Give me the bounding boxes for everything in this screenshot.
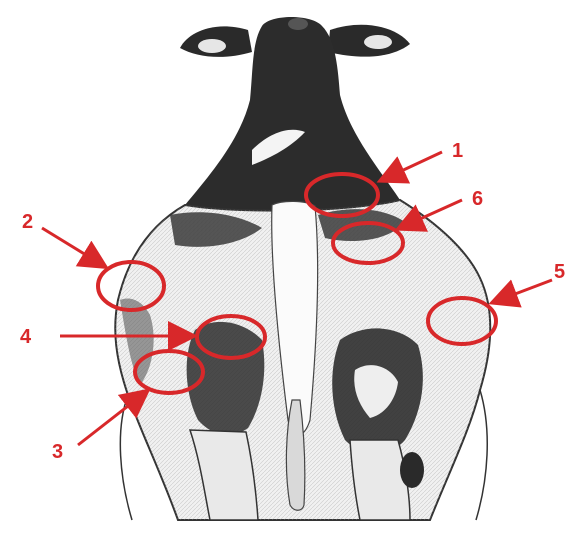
- marker-1-label: 1: [452, 140, 463, 162]
- marker-5-label: 5: [554, 261, 565, 283]
- tail: [286, 400, 304, 510]
- marker-5-arrow: [494, 280, 552, 302]
- marker-3-label: 3: [52, 441, 63, 463]
- marker-4-label: 4: [20, 326, 32, 348]
- cow-illustration: [115, 17, 490, 520]
- marker-1-arrow: [382, 152, 442, 180]
- marker-2-label: 2: [22, 211, 33, 233]
- marker-2-arrow: [42, 228, 104, 266]
- marker-3-arrow: [78, 392, 146, 445]
- marker-6-label: 6: [472, 188, 483, 210]
